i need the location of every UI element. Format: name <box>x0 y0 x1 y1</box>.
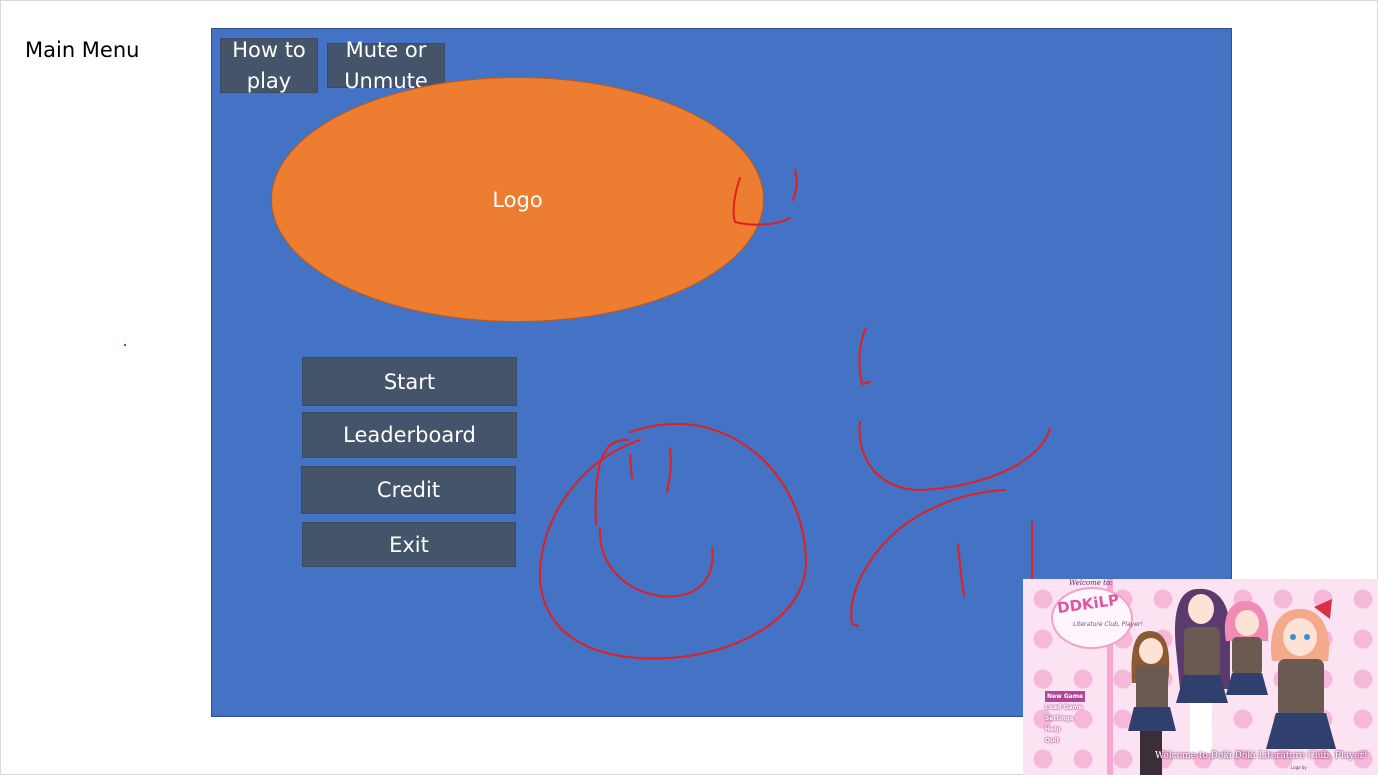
character-yuri-face <box>1188 594 1214 624</box>
start-button[interactable]: Start <box>302 357 517 406</box>
character-sayori-bow <box>1314 599 1332 619</box>
mute-toggle-button[interactable]: Mute or Unmute <box>327 38 445 93</box>
character-sayori-skirt <box>1266 713 1336 749</box>
exit-label: Exit <box>389 532 429 557</box>
character-natsuki-jacket <box>1232 637 1262 675</box>
reference-menu-item: New Game <box>1045 691 1086 702</box>
character-yuri-jacket <box>1184 627 1220 677</box>
how-to-play-label: How to play <box>232 37 306 93</box>
stray-ink-dot <box>124 344 126 346</box>
reference-ribbon <box>1107 579 1113 775</box>
character-monika-face <box>1139 638 1163 664</box>
character-yuri-skirt <box>1176 675 1228 703</box>
leaderboard-label: Leaderboard <box>343 423 476 447</box>
reference-menu: New Game Load Game Settings Help Quit <box>1045 691 1086 746</box>
reference-menu-item: Quit <box>1045 737 1060 744</box>
character-monika-legs <box>1140 731 1162 775</box>
character-sayori-jacket <box>1278 659 1324 717</box>
how-to-play-button[interactable]: How to play <box>220 38 318 93</box>
reference-menu-item: Help <box>1045 726 1061 733</box>
slide-title: Main Menu <box>25 38 140 62</box>
reference-menu-item: Load Game <box>1045 704 1083 711</box>
character-monika-jacket <box>1136 665 1168 711</box>
reference-characters <box>1128 588 1336 775</box>
credit-label: Credit <box>376 478 441 502</box>
start-label: Start <box>383 369 436 394</box>
logo-label: Logo <box>492 187 543 212</box>
character-monika-skirt <box>1128 707 1176 731</box>
reference-screenshot: Welcome to: DDKiLP Literature Club, Play… <box>1023 579 1378 775</box>
character-yuri-legs <box>1190 703 1212 753</box>
logo-placeholder: Logo <box>271 77 764 322</box>
reference-logo-badge <box>1051 587 1133 649</box>
reference-welcome-text: Welcome to: <box>1069 579 1113 587</box>
reference-credit: Logo by <box>1291 765 1307 770</box>
character-sayori-face <box>1283 618 1317 656</box>
reference-caption: Welcome to Doki Doki Literature Club, Pl… <box>1155 751 1368 761</box>
leaderboard-button[interactable]: Leaderboard <box>302 412 517 458</box>
reference-logo-subtitle: Literature Club, Player! <box>1073 621 1143 628</box>
credit-button[interactable]: Credit <box>301 466 516 514</box>
character-sayori-eye-left <box>1290 634 1296 640</box>
character-natsuki-skirt <box>1226 673 1268 695</box>
character-sayori-eye-right <box>1304 634 1310 640</box>
exit-button[interactable]: Exit <box>302 522 516 567</box>
reference-menu-item: Settings <box>1045 715 1074 722</box>
character-natsuki-face <box>1235 610 1259 636</box>
